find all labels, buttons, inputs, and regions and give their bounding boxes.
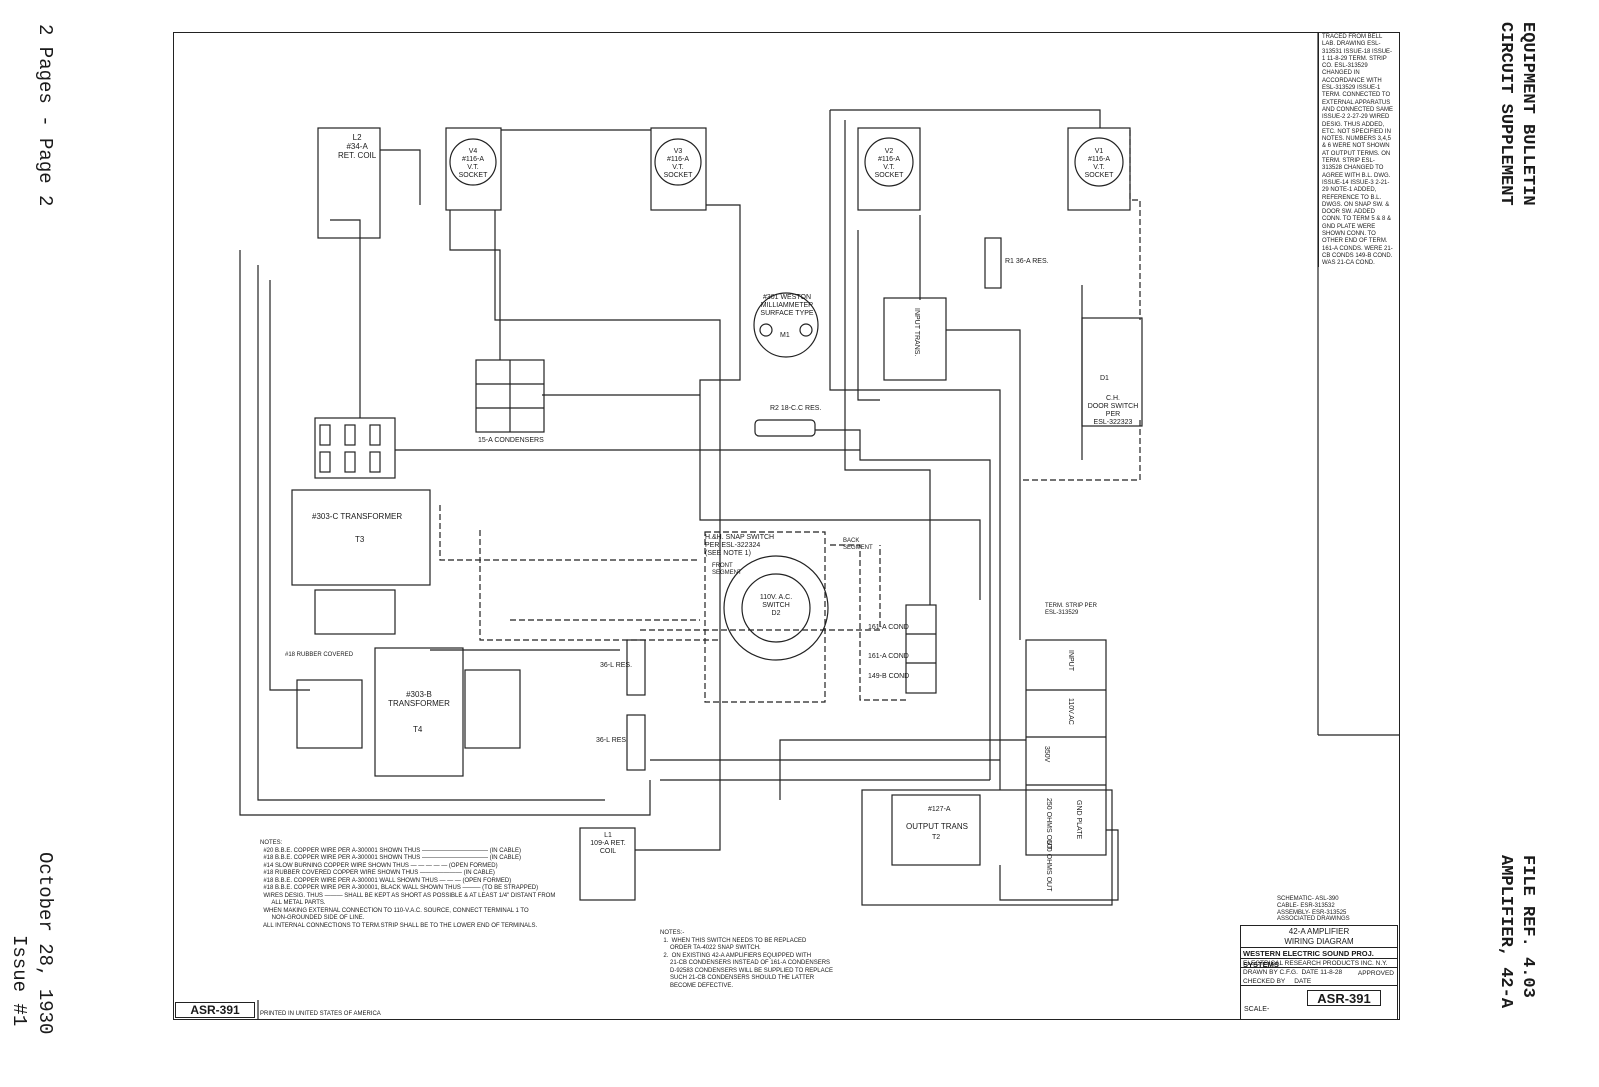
r2-label: R2 18-C.C RES. (770, 405, 822, 412)
rubber-covered-label: #18 RUBBER COVERED (285, 652, 354, 658)
drawing-number: ASR-391 (1307, 990, 1381, 1006)
r1-label: R1 36-A RES. (1005, 258, 1049, 265)
r5-label: 36-L RES. (600, 662, 633, 669)
title-block-number-row: ASR-391 SCALE- (1241, 986, 1397, 1019)
output-trans-type: #127-A (928, 806, 951, 813)
l2-coil-box (317, 127, 381, 239)
cond-161a-2-label: 161-A COND (868, 653, 909, 660)
door-switch-ref: D1 (1100, 375, 1109, 382)
r4-resistor (626, 714, 646, 771)
input-transformer-box (883, 297, 947, 381)
front-segment-label: FRONT SEGMENT (712, 563, 742, 576)
milliammeter-body (753, 292, 819, 358)
switch-notes: NOTES:- 1. WHEN THIS SWITCH NEEDS TO BE … (660, 930, 833, 989)
r4-label: 36-L RES. (596, 737, 629, 744)
v4-socket-box (445, 127, 502, 211)
title-block-company-2: ELECTRICAL RESEARCH PRODUCTS INC. N.Y. (1241, 959, 1397, 968)
condensers-label: 15-A CONDENSERS (478, 437, 544, 444)
terminal-strip (1025, 639, 1107, 856)
scale-label: SCALE- (1244, 1006, 1270, 1013)
r1-resistor (984, 237, 1002, 289)
title-block-drawn: DRAWN BY C.F.G. DATE 11-8-28 CHECKED BY … (1241, 968, 1397, 986)
term-350v-label: 350V (1043, 746, 1050, 763)
footer-drawing-number: ASR-391 (175, 1002, 255, 1018)
title-block-company: WESTERN ELECTRIC SOUND PROJ. SYSTEMS (1241, 948, 1397, 969)
drawing-sheet-border (173, 32, 1400, 1020)
snap-switch-body (723, 555, 829, 661)
printed-in-usa: PRINTED IN UNITED STATES OF AMERICA (260, 1011, 381, 1017)
output-transformer-box (891, 794, 981, 866)
meter-ref-label: M1 (780, 332, 790, 339)
t3-label: #303-C TRANSFORMER (312, 512, 403, 521)
wire-notes: NOTES: #20 B.B.E. COPPER WIRE PER A-3000… (260, 840, 556, 929)
t3-ref: T3 (355, 535, 365, 544)
input-trans-label: INPUT TRANS. (913, 308, 920, 357)
t3-transformer-box (291, 489, 431, 586)
term-110vac-label: 110V.AC (1067, 698, 1074, 725)
cond-149b-label: 149-B COND (868, 673, 910, 680)
t4-ref: T4 (413, 725, 423, 734)
l1-coil-box (579, 827, 636, 901)
term-gnd-label: GND PLATE (1075, 800, 1082, 840)
back-segment-label: BACK SEGMENT (843, 538, 873, 551)
output-trans-ref: T2 (932, 834, 941, 841)
v2-socket-box (857, 127, 921, 211)
t4-transformer-box (374, 647, 464, 777)
revision-history: TRACED FROM BELL LAB. DRAWING ESL-313531… (1318, 32, 1396, 267)
associated-drawings: SCHEMATIC- ASL-390 CABLE- ESR-313532 ASS… (1277, 896, 1350, 923)
t4-label: #303-B TRANSFORMER (388, 690, 450, 708)
cond-161a-label: 161-A COND (868, 624, 909, 631)
v3-socket-box (650, 127, 707, 211)
output-trans-label: OUTPUT TRANS (906, 822, 968, 831)
term-500-label: 500 OHMS OUT (1045, 840, 1052, 892)
cond-stack (905, 604, 937, 694)
r2-resistor (754, 419, 816, 437)
term-input-label: INPUT (1067, 650, 1074, 671)
